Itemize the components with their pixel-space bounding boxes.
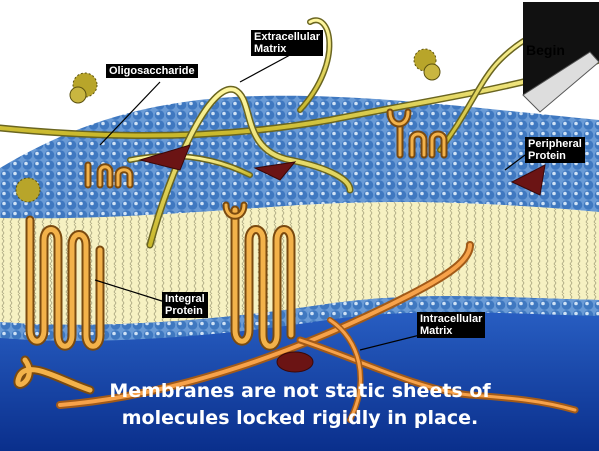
integral-protein-left [13,215,105,395]
begin-button[interactable]: Begin [526,42,565,58]
peripheral-proteins [138,144,546,373]
intracellular-fibers [56,241,579,423]
inner-head-row [0,296,599,341]
extracellular-matrix-label: Extracellular Matrix [251,30,324,56]
extracellular-fibers [0,17,599,249]
caption-text: Membranes are not static sheets of molec… [109,380,491,429]
intracellular-matrix-label: Intracellular Matrix [417,312,486,338]
oligosaccharide-label: Oligosaccharide [106,64,198,78]
peripheral-protein-label: Peripheral Protein [525,137,585,163]
integral-protein-label: Integral Protein [162,292,208,318]
oligosaccharides [15,48,441,203]
integral-protein-center [222,201,296,351]
small-proteins [84,108,448,189]
leader-lines [94,54,526,351]
begin-button-shape[interactable] [522,2,599,113]
front-head-row [0,176,599,219]
